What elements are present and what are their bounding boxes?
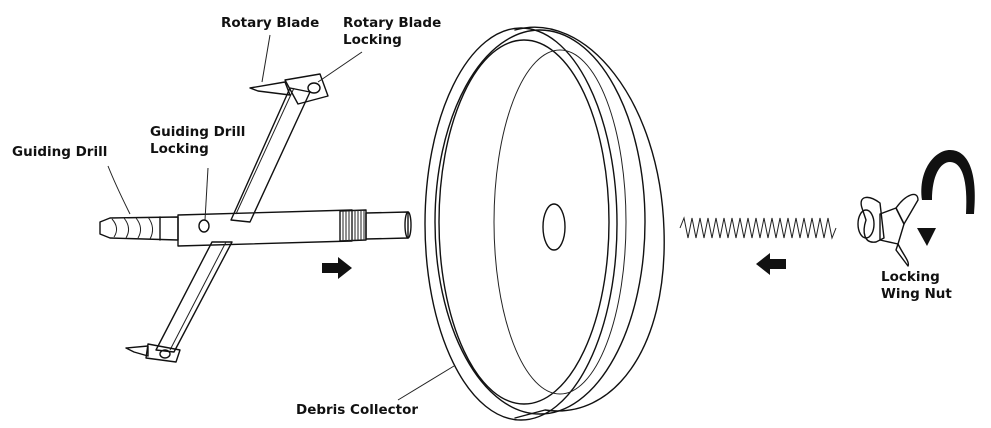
leader-lines bbox=[107, 34, 455, 401]
upper-blade-arm bbox=[230, 73, 329, 223]
label-debris-collector: Debris Collector bbox=[296, 402, 419, 418]
label-rotary-blade-locking: Rotary Blade Locking bbox=[343, 15, 441, 49]
debris-collector-cup bbox=[424, 26, 665, 421]
cutter-shaft bbox=[177, 209, 412, 247]
arrow-right-icon bbox=[322, 257, 352, 279]
label-rotary-blade-locking-line1: Rotary Blade bbox=[343, 15, 442, 31]
wing-nut bbox=[857, 193, 919, 267]
arrow-left-icon bbox=[756, 253, 786, 275]
label-rotary-blade-locking-line2: Locking bbox=[343, 32, 402, 48]
spring bbox=[679, 216, 837, 240]
label-guiding-drill-locking: Guiding Drill Locking bbox=[150, 124, 245, 158]
curved-rotation-arrow-icon bbox=[917, 150, 975, 246]
label-guiding-drill: Guiding Drill bbox=[12, 144, 108, 160]
label-locking-wing-nut: Locking Wing Nut bbox=[881, 269, 952, 303]
lower-blade-arm bbox=[125, 241, 233, 363]
label-locking-wing-nut-line2: Wing Nut bbox=[881, 286, 952, 302]
label-locking-wing-nut-line1: Locking bbox=[881, 269, 940, 285]
label-guiding-drill-locking-line1: Guiding Drill bbox=[150, 124, 246, 140]
label-guiding-drill-locking-line2: Locking bbox=[150, 141, 209, 157]
guiding-drill-bit bbox=[99, 216, 179, 241]
label-rotary-blade: Rotary Blade bbox=[221, 15, 320, 31]
